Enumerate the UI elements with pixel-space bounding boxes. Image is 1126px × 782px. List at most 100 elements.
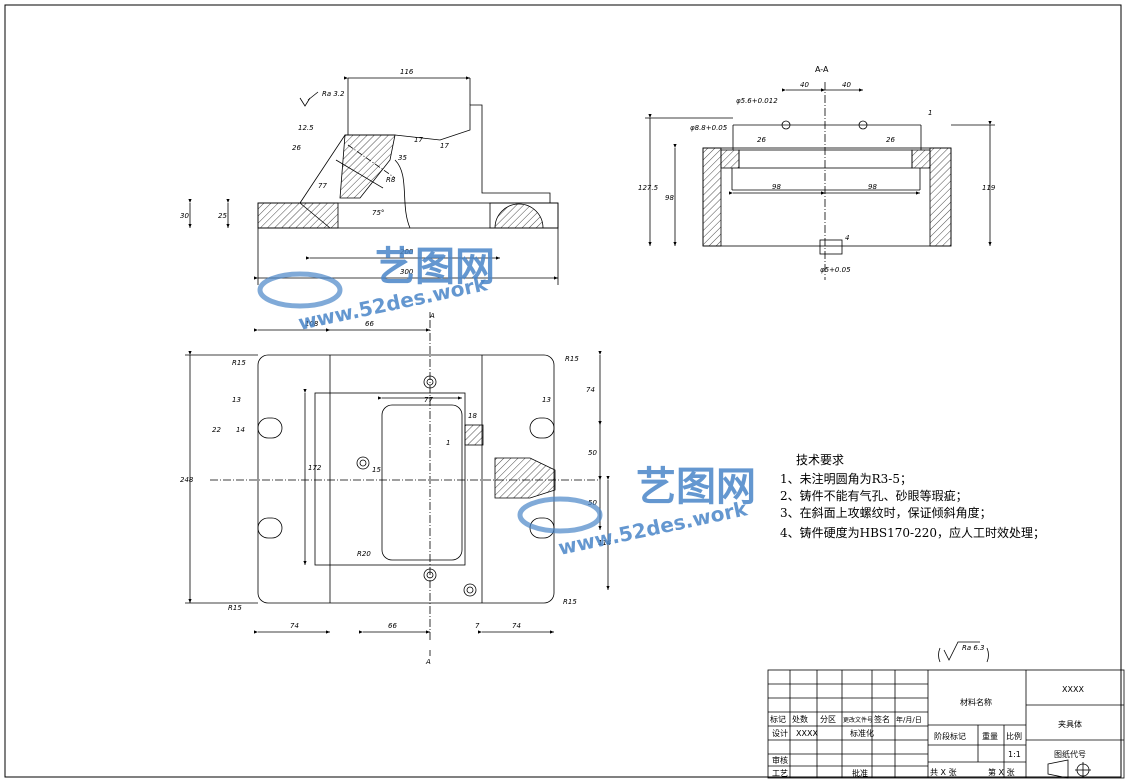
tb-process-label: 工艺 (772, 769, 788, 778)
title-block (767, 669, 1125, 779)
dim-40b: 40 (842, 81, 851, 89)
dim-25: 25 (218, 212, 227, 220)
dim-75deg: 75° (372, 209, 384, 217)
dim-17a: 17 (440, 142, 449, 150)
tb-col-sign: 签名 (874, 714, 890, 724)
dim-r15c: R15 (228, 604, 242, 612)
section-dims: A-A 40 40 φ5.6+0.012 φ8.8+0.05 26 26 1 1… (638, 65, 996, 274)
base-arc (494, 203, 544, 229)
dim-17b: 17 (414, 136, 423, 144)
tb-col-count: 处数 (792, 714, 808, 724)
roughness-label: Ra 3.2 (322, 90, 345, 98)
dim-12-5: 12.5 (298, 124, 314, 132)
break-curve (394, 159, 411, 229)
tb-drawing-no-label: 图纸代号 (1054, 749, 1086, 759)
tb-sheet-no: 第 X 张 (988, 767, 1015, 777)
dim-1t: 1 (446, 439, 450, 447)
top-pocket (314, 392, 466, 566)
dim-18: 18 (468, 412, 477, 420)
incline-hatch (339, 134, 396, 199)
tb-scale: 1:1 (1008, 750, 1021, 759)
tb-col-zone: 分区 (820, 715, 836, 724)
boss-hatch (494, 457, 556, 499)
dim-200: 200 (400, 248, 414, 256)
slot-left-top (257, 417, 283, 439)
dim-98a: 98 (772, 183, 781, 191)
dim-15: 15 (372, 466, 381, 474)
incline-axis (347, 144, 396, 179)
tb-col-date: 年/月/日 (896, 715, 922, 724)
dim-26b: 26 (886, 136, 895, 144)
tb-reviewer-label: 审核 (772, 755, 788, 765)
dim-77: 77 (424, 396, 433, 404)
dim-98b: 98 (868, 183, 877, 191)
tech-title: 技术要求 (796, 453, 844, 467)
tb-designer: XXXX (796, 729, 818, 738)
surface-finish-symbol: Ra 6.3 (938, 641, 989, 663)
slot-left-bottom (257, 517, 283, 539)
dim-74a: 74 (290, 622, 299, 630)
section-mark-top: A (429, 312, 435, 320)
dim-phi56: φ5.6+0.012 (736, 97, 778, 105)
dim-phi88: φ8.8+0.05 (690, 124, 728, 132)
tb-sheets-total: 共 X 张 (930, 768, 957, 777)
incline-foot (299, 202, 331, 229)
top-dims: A A 108 66 R15 R15 13 13 22 14 77 18 1 1… (180, 312, 611, 666)
dim-35: 35 (398, 154, 407, 162)
dim-66a: 66 (365, 320, 374, 328)
front-dims: 116 Ra 3.2 12.5 26 17 17 35 R8 77 75° 30… (180, 68, 449, 276)
section-label: A-A (815, 65, 829, 74)
tb-scale-label: 比例 (1006, 731, 1022, 741)
dim-1: 1 (928, 109, 932, 117)
tech-item-1: 1、未注明圆角为R3-5； (780, 471, 912, 486)
tech-item-2: 2、铸件不能有气孔、砂眼等瑕疵； (780, 488, 968, 503)
section-mark-bottom: A (425, 658, 431, 666)
tech-item-4: 4、铸件硬度为HBS170-220，应人工时效处理； (780, 525, 1045, 540)
title-block-text: 材料名称 XXXX 夹具体 图纸代号 标记 处数 分区 更改文件号 签名 年/月… (770, 685, 1086, 778)
surface-finish-label: Ra 6.3 (962, 644, 985, 652)
dim-r15d: R15 (563, 598, 577, 606)
dim-14: 14 (236, 426, 245, 434)
dim-26: 26 (292, 144, 301, 152)
dim-r15b: R15 (565, 355, 579, 363)
slot-right-top (529, 417, 555, 439)
dim-66b: 66 (388, 622, 397, 630)
section-view (645, 82, 995, 280)
sheet-border (4, 4, 1122, 778)
dim-13a: 13 (232, 396, 241, 404)
tb-col-change: 更改文件号 (843, 716, 873, 724)
tb-standard-label: 标准化 (850, 728, 874, 738)
tb-weight-label: 重量 (982, 731, 998, 741)
dim-74r: 74 (586, 386, 595, 394)
thread-line (335, 159, 384, 189)
dim-248: 248 (180, 476, 194, 484)
tb-approve-label: 批准 (852, 768, 868, 778)
watermark-1: 艺图网 www.52des.work (257, 244, 495, 335)
dim-119: 119 (982, 184, 996, 192)
watermark-brand-1: 艺图网 (375, 244, 495, 290)
dim-26a: 26 (757, 136, 766, 144)
tb-col-mark: 标记 (770, 714, 786, 724)
tb-stage-label: 阶段标记 (934, 731, 966, 741)
technical-requirements: 技术要求 1、未注明圆角为R3-5； 2、铸件不能有气孔、砂眼等瑕疵； 3、在斜… (780, 453, 1045, 540)
dim-300: 300 (400, 268, 414, 276)
dim-114: 114 (598, 539, 611, 547)
tb-company: XXXX (1062, 685, 1084, 694)
tb-part-name: 夹具体 (1058, 719, 1082, 729)
dim-phi5: φ5+0.05 (820, 266, 851, 274)
body-outline (299, 104, 551, 204)
section-wall-right (929, 147, 952, 247)
dim-40a: 40 (800, 81, 809, 89)
dim-172: 172 (308, 464, 322, 472)
section-wall-left (702, 147, 722, 247)
dim-116: 116 (400, 68, 414, 76)
dim-22: 22 (212, 426, 221, 434)
tech-item-3: 3、在斜面上攻螺纹时，保证倾斜角度； (780, 505, 992, 520)
front-view (188, 76, 559, 285)
watermark-brand-2: 艺图网 (636, 464, 756, 510)
dim-50a: 50 (588, 449, 597, 457)
dim-7: 7 (475, 622, 480, 630)
dim-4: 4 (845, 234, 849, 242)
tb-material-label: 材料名称 (960, 697, 992, 707)
dim-r8: R8 (386, 176, 396, 184)
